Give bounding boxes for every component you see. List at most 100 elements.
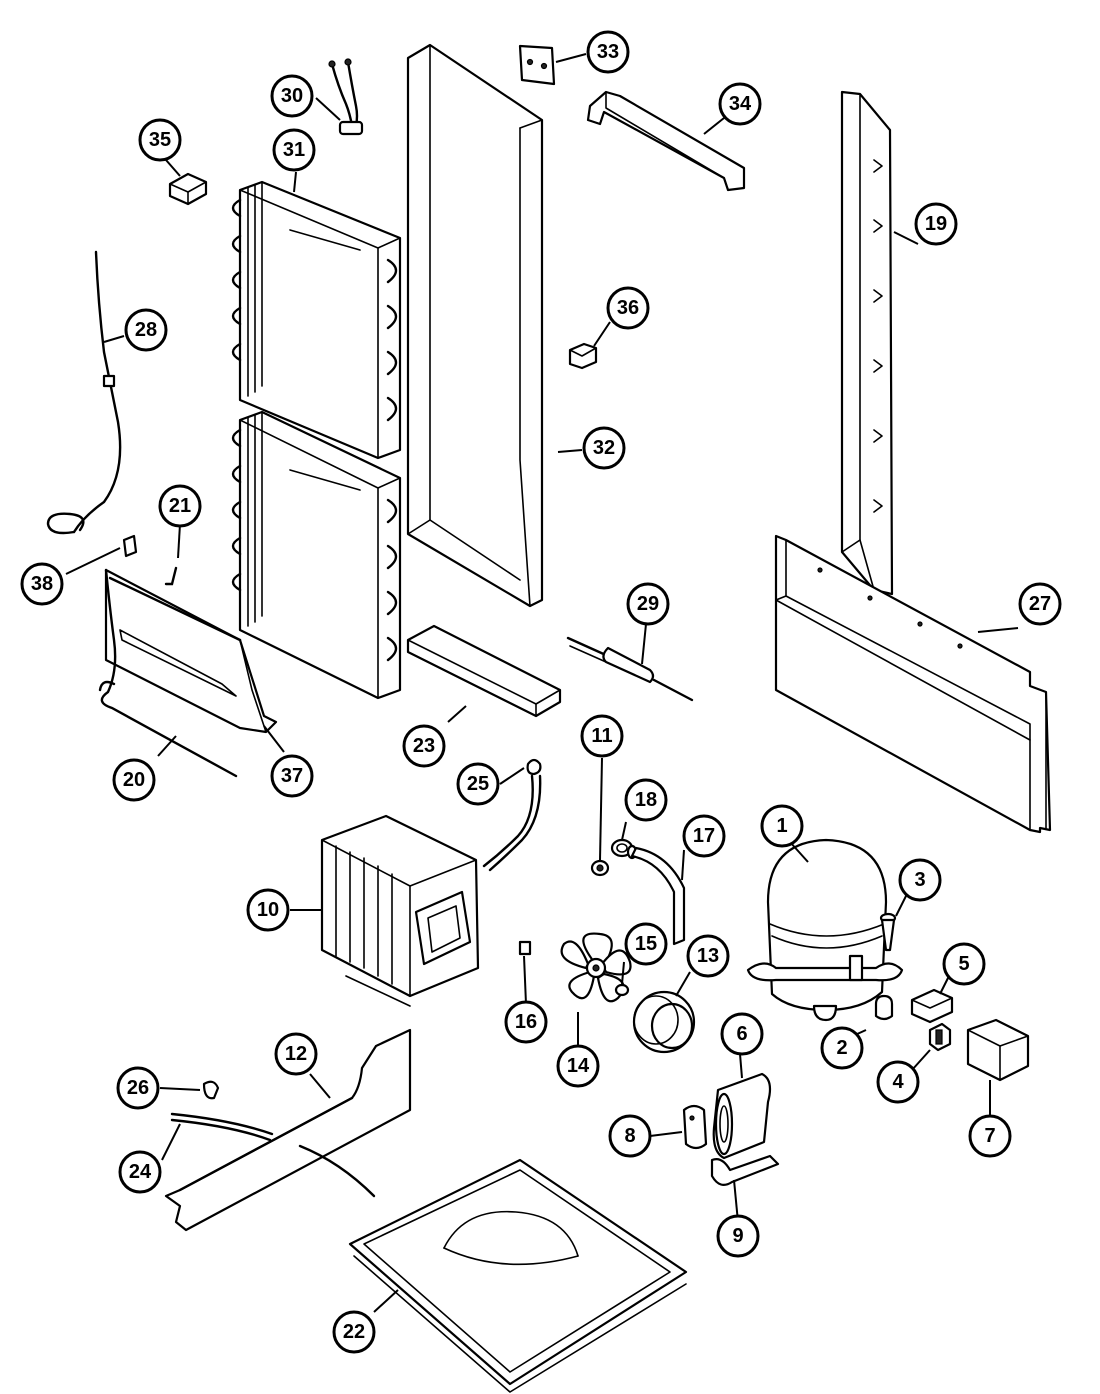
- part-2-grommet: [874, 994, 894, 1021]
- part-24-drain-tube: [170, 1112, 274, 1142]
- part-16-clip: [518, 940, 532, 956]
- svg-text:29: 29: [637, 593, 659, 615]
- svg-text:7: 7: [984, 1125, 995, 1147]
- callout-33: 33: [586, 30, 630, 74]
- callouts: 1 2 3 4 5 6 7 8 9 10 11 12 13 14 15 16 1…: [20, 30, 1062, 1354]
- part-36-block: [568, 342, 598, 370]
- part-13-fan-motor: [632, 990, 696, 1054]
- svg-text:17: 17: [693, 825, 715, 847]
- part-14-fan-blade: [560, 932, 632, 1003]
- svg-text:34: 34: [729, 93, 752, 115]
- svg-text:13: 13: [697, 945, 719, 967]
- part-30-thermostat: [328, 58, 364, 136]
- callout-21: 21: [158, 484, 202, 528]
- callout-18: 18: [624, 778, 668, 822]
- part-38-clip: [122, 534, 138, 558]
- callout-17: 17: [682, 814, 726, 858]
- callout-34: 34: [718, 82, 762, 126]
- part-18-grommet: [610, 838, 638, 860]
- svg-text:16: 16: [515, 1011, 537, 1033]
- svg-text:37: 37: [281, 765, 303, 787]
- callout-15: 15: [624, 922, 668, 966]
- callout-22: 22: [332, 1310, 376, 1354]
- part-32-air-duct: [406, 43, 544, 608]
- callout-28: 28: [124, 308, 168, 352]
- part-27-back-panel: [774, 534, 1052, 834]
- svg-text:11: 11: [591, 725, 612, 747]
- callout-30: 30: [270, 74, 314, 118]
- part-7-terminal-cover: [966, 1018, 1030, 1082]
- svg-text:3: 3: [914, 869, 925, 891]
- callout-8: 8: [608, 1114, 652, 1158]
- part-10-condenser: [320, 814, 480, 1007]
- callout-36: 36: [606, 286, 650, 330]
- part-22-drain-pan: [348, 1158, 688, 1393]
- svg-text:6: 6: [736, 1023, 747, 1045]
- part-37-cover: [104, 568, 278, 734]
- svg-text:30: 30: [281, 85, 303, 107]
- svg-text:32: 32: [593, 437, 615, 459]
- svg-text:15: 15: [635, 933, 657, 955]
- part-4-overload: [928, 1022, 952, 1052]
- svg-text:4: 4: [892, 1071, 904, 1093]
- svg-text:9: 9: [732, 1225, 743, 1247]
- callout-12: 12: [274, 1032, 318, 1076]
- part-15-nut: [614, 983, 630, 997]
- callout-4: 4: [876, 1060, 920, 1104]
- callout-10: 10: [246, 888, 290, 932]
- part-31-evaporator-coil: [231, 180, 402, 700]
- part-21-clip: [164, 566, 178, 586]
- callout-27: 27: [1018, 582, 1062, 626]
- callout-31: 31: [272, 128, 316, 172]
- callout-35: 35: [138, 118, 182, 162]
- svg-text:10: 10: [257, 899, 279, 921]
- callout-14: 14: [556, 1044, 600, 1088]
- svg-text:31: 31: [283, 139, 305, 161]
- part-5-relay: [910, 988, 954, 1024]
- callout-29: 29: [626, 582, 670, 626]
- callout-19: 19: [914, 202, 958, 246]
- part-20-defrost-heater: [98, 568, 242, 778]
- svg-text:25: 25: [467, 773, 489, 795]
- callout-37: 37: [270, 754, 314, 798]
- svg-text:26: 26: [127, 1077, 149, 1099]
- part-33-bracket: [518, 44, 556, 86]
- callout-20: 20: [112, 758, 156, 802]
- part-25-fitting: [482, 758, 542, 872]
- part-6-capacitor: [712, 1072, 772, 1160]
- svg-text:18: 18: [635, 789, 657, 811]
- callout-2: 2: [820, 1026, 864, 1070]
- callout-7: 7: [968, 1114, 1012, 1158]
- svg-text:38: 38: [31, 573, 53, 595]
- svg-text:27: 27: [1029, 593, 1051, 615]
- callout-16: 16: [504, 1000, 548, 1044]
- callout-26: 26: [116, 1066, 160, 1110]
- callout-24: 24: [118, 1150, 162, 1194]
- part-3-screw: [879, 912, 897, 952]
- svg-text:19: 19: [925, 213, 947, 235]
- svg-text:33: 33: [597, 41, 619, 63]
- part-19-panel: [840, 90, 894, 596]
- callout-13: 13: [686, 934, 730, 978]
- svg-text:5: 5: [958, 953, 969, 975]
- svg-text:14: 14: [567, 1055, 590, 1077]
- svg-text:22: 22: [343, 1321, 365, 1343]
- part-26-clip: [202, 1080, 220, 1100]
- svg-text:28: 28: [135, 319, 157, 341]
- callout-3: 3: [898, 858, 942, 902]
- callout-9: 9: [716, 1214, 760, 1258]
- part-9-bracket: [710, 1154, 780, 1187]
- part-28-wire-harness: [46, 250, 122, 535]
- callout-25: 25: [456, 762, 500, 806]
- svg-text:23: 23: [413, 735, 435, 757]
- callout-32: 32: [582, 426, 626, 470]
- part-23-drain-trough: [406, 624, 562, 718]
- svg-text:1: 1: [776, 815, 787, 837]
- svg-text:36: 36: [617, 297, 639, 319]
- svg-text:35: 35: [149, 129, 171, 151]
- part-12-divider: [164, 1028, 412, 1232]
- callout-23: 23: [402, 724, 446, 768]
- svg-text:20: 20: [123, 769, 145, 791]
- part-1-compressor: [746, 838, 904, 1022]
